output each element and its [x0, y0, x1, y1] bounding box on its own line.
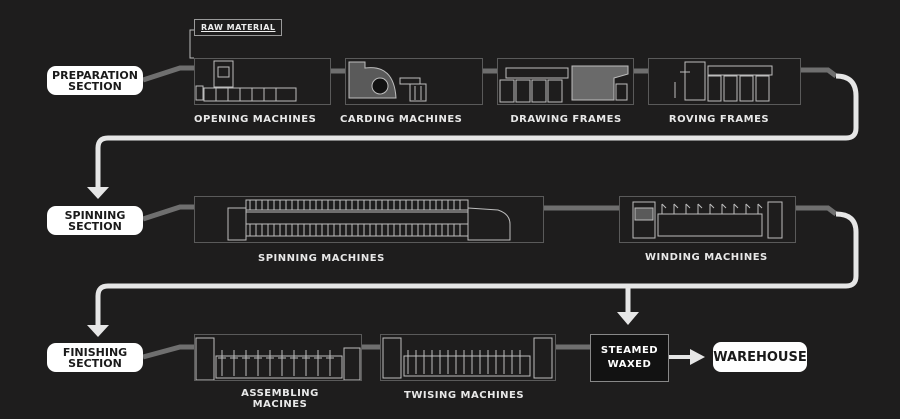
- twising-machine-box: [380, 334, 556, 381]
- preparation-line1: PREPARATION: [52, 68, 138, 82]
- finishing-section-pill: FINISHING SECTION: [47, 343, 143, 372]
- opening-machine-box: [194, 58, 331, 105]
- twising-machines-label: TWISING MACHINES: [404, 390, 525, 401]
- roving-frame-drawing: [674, 61, 773, 102]
- arrowheads: [87, 187, 639, 337]
- warehouse-label: WAREHOUSE: [713, 349, 807, 365]
- winding-machine-box: [619, 196, 796, 243]
- arrow-to-warehouse: [667, 349, 705, 365]
- roving-frames-label: ROVING FRAMES: [668, 114, 770, 125]
- connector-spinning-machines: [142, 204, 194, 222]
- assembling-machines-label: ASSEMBLING MACINES: [225, 388, 335, 410]
- repeated-spindles: [218, 200, 763, 376]
- assembling-line1: ASSEMBLING: [241, 388, 319, 399]
- carding-machine-drawing: [348, 61, 427, 102]
- drawing-frame-drawing: [499, 65, 629, 103]
- steamed-line2: WAXED: [607, 359, 652, 370]
- connector-finishing-assembling: [142, 344, 194, 360]
- spinning-line1: SPINNING: [64, 208, 126, 222]
- opening-machine-drawing: [195, 60, 297, 102]
- preparation-line2: SECTION: [68, 79, 122, 93]
- preparation-section-pill: PREPARATION SECTION: [47, 66, 143, 95]
- spinning-machines-label: SPINNING MACHINES: [258, 253, 385, 264]
- warehouse-pill: WAREHOUSE: [713, 342, 807, 372]
- drawing-frame-box: [497, 58, 634, 105]
- arrow-down-finishing: [87, 325, 109, 337]
- spinning-machine-box: [194, 196, 544, 243]
- assembling-machine-box: [194, 334, 362, 381]
- raw-material-label: RAW MATERIAL: [194, 19, 283, 36]
- carding-machine-box: [345, 58, 483, 105]
- arrow-down-steamed: [617, 312, 639, 325]
- carding-machines-label: CARDING MACHINES: [340, 114, 463, 125]
- winding-machines-label: WINDING MACHINES: [645, 252, 768, 263]
- spinning-machine-drawing: [227, 199, 511, 241]
- flow-spinning-to-finishing: [95, 211, 859, 326]
- main-flow: [95, 73, 859, 326]
- connector-winding-flow: [796, 205, 838, 216]
- connector-prep-opening: [142, 65, 194, 83]
- finishing-line1: FINISHING: [62, 345, 128, 359]
- drawing-frames-label: DRAWING FRAMES: [510, 114, 622, 125]
- opening-machines-label: OPENING MACHINES: [194, 114, 317, 125]
- arrow-down-spinning: [87, 187, 109, 199]
- finishing-line2: SECTION: [68, 356, 122, 370]
- steamed-waxed-box: STEAMED WAXED: [590, 334, 669, 382]
- spinning-line2: SECTION: [68, 219, 122, 233]
- flow-prep-to-spinning: [95, 73, 859, 188]
- connector-roving-flow: [801, 67, 838, 78]
- connectors: [142, 65, 838, 360]
- roving-frame-box: [648, 58, 801, 105]
- raw-material-bracket: [189, 29, 194, 59]
- spinning-section-pill: SPINNING SECTION: [47, 206, 143, 235]
- steamed-line1: STEAMED: [600, 345, 659, 356]
- assembling-line2: MACINES: [252, 399, 308, 410]
